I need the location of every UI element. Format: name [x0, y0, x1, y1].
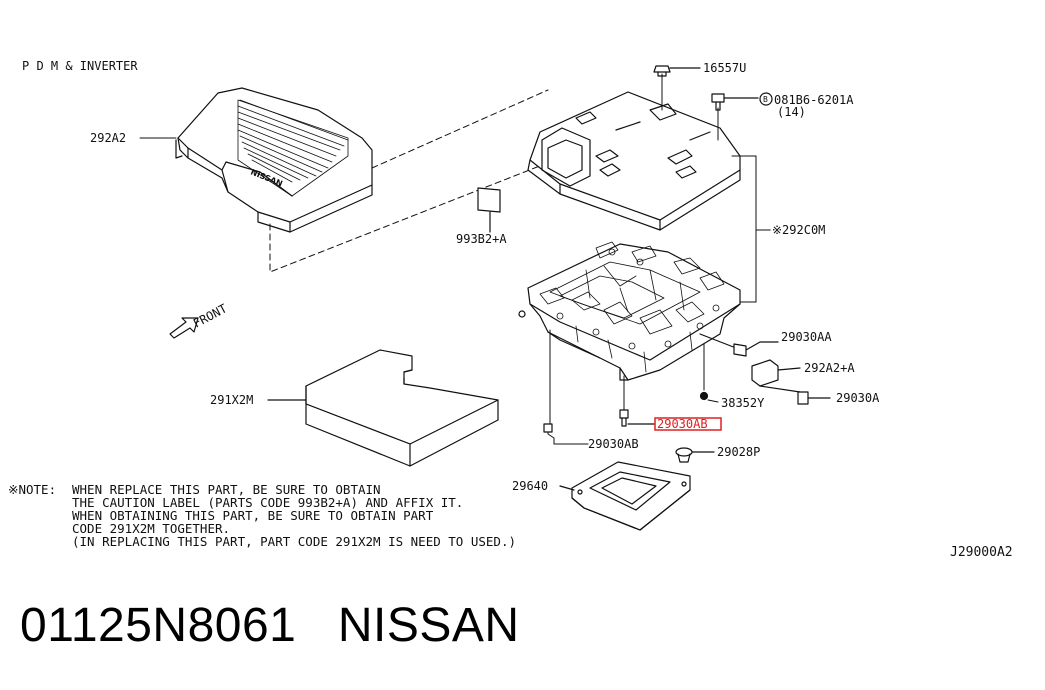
label-292c0m: ※292C0M	[772, 223, 825, 237]
footer: 01125N8061 NISSAN	[20, 598, 520, 653]
bracket-29640	[559, 461, 691, 531]
brand-name: NISSAN	[337, 599, 520, 652]
bolt-29030ab-left	[543, 423, 553, 433]
note-line-3: WHEN OBTAINING THIS PART, BE SURE TO OBT…	[72, 508, 434, 523]
diagram-title: P D M & INVERTER	[22, 59, 138, 73]
note-prefix: ※NOTE:	[8, 482, 56, 497]
highlight-box	[654, 417, 722, 431]
label-29030ab: 29030AB	[588, 437, 639, 451]
leader-dashed	[269, 89, 561, 273]
cap-16557u	[653, 65, 701, 77]
label-292a2a: 292A2+A	[804, 361, 855, 375]
label-29030a: 29030A	[836, 391, 880, 405]
label-29028p: 29028P	[717, 445, 760, 459]
inverter-assembly	[518, 241, 741, 381]
bolt-081b6	[711, 92, 773, 111]
diagram-ref-code: J29000A2	[950, 545, 1013, 560]
label-292a2: 292A2	[90, 131, 126, 145]
bolt-29030a	[797, 391, 831, 405]
note-line-5: (IN REPLACING THIS PART, PART CODE 291X2…	[72, 534, 516, 549]
front-arrow	[169, 317, 199, 339]
inverter-lid	[527, 91, 741, 231]
label-front: FRONT	[191, 301, 229, 330]
note-line-1: WHEN REPLACE THIS PART, BE SURE TO OBTAI…	[72, 482, 381, 497]
label-993b2a: 993B2+A	[456, 232, 507, 246]
label-bolt-qty: (14)	[777, 105, 806, 119]
part-number: 01125N8061	[20, 599, 297, 652]
note-line-2: THE CAUTION LABEL (PARTS CODE 993B2+A) A…	[72, 495, 463, 510]
plug-29028p	[675, 447, 715, 463]
insulator-291x2m	[267, 349, 499, 467]
bolt-29030ab-center	[619, 409, 655, 427]
cover-292a2	[175, 87, 373, 233]
caution-label-shape	[477, 187, 501, 213]
label-29030aa: 29030AA	[781, 330, 832, 344]
label-29640: 29640	[512, 479, 548, 493]
clip-38352y	[699, 391, 709, 401]
label-16557u: 16557U	[703, 61, 746, 75]
bolt-mark: B	[763, 95, 768, 104]
note-line-4: CODE 291X2M TOGETHER.	[72, 521, 230, 536]
label-29030ab-highlight[interactable]: 29030AB	[657, 417, 708, 431]
label-081b6: 081B6-6201A	[774, 93, 854, 107]
label-38352y: 38352Y	[721, 396, 765, 410]
label-291x2m: 291X2M	[210, 393, 253, 407]
bolt-29030aa	[699, 333, 779, 357]
